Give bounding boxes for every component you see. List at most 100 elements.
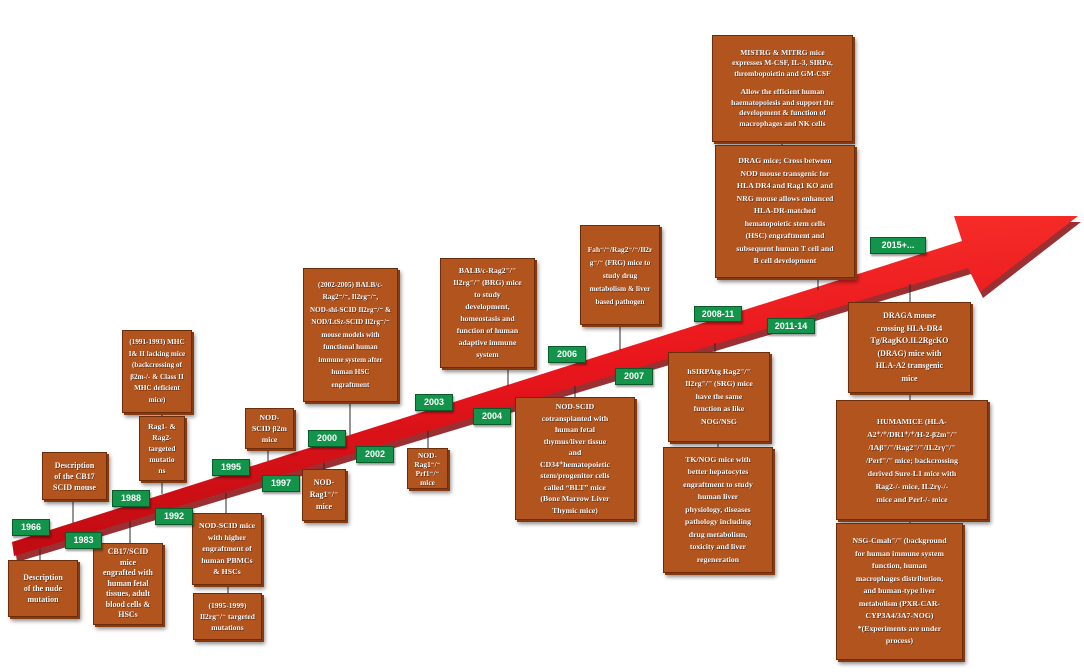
box-text-line: better hepatocytes xyxy=(687,467,749,477)
box-text-line: crossing HLA-DR4 xyxy=(876,323,943,333)
box-text-line: pathology including xyxy=(684,517,752,527)
box-text-line: Allow the efficient human xyxy=(740,87,825,97)
arrow-shaft xyxy=(12,216,1078,556)
box-text-line: engraftment of xyxy=(202,544,252,554)
box-paragraph: HUMAMICE (HLA-A2⁺/⁺/DR1⁺/⁺/H-2-β2m⁻/⁻/IA… xyxy=(837,415,987,506)
box-text-line: development & function of xyxy=(739,108,826,118)
box-text-line: NOD/LtSz-SCID Il2rg⁻/⁻ xyxy=(311,318,390,327)
event-box-humamice: HUMAMICE (HLA-A2⁺/⁺/DR1⁺/⁺/H-2-β2m⁻/⁻/IA… xyxy=(836,400,988,520)
box-text-line: NOD- xyxy=(259,413,280,422)
box-text-line: called “BLT” mice xyxy=(544,482,606,492)
box-paragraph: hSIRPAtg Rag2⁻/⁻ Il2rg⁻/⁻ (SRG) mice have … xyxy=(669,366,769,429)
box-text-line: & HSCs xyxy=(213,567,241,577)
box-text-line: DRAGA mouse xyxy=(883,311,936,320)
event-box-tk-nog-mice: TK/NOG mice with better hepatocytes engraf… xyxy=(663,447,773,573)
box-text-line: homeostasis and xyxy=(460,314,515,323)
box-text-line: HLA-DR-matched xyxy=(754,206,816,216)
box-text-line: (DRAG) mice with xyxy=(877,348,942,358)
box-text-line: SCID β2m xyxy=(251,424,288,433)
box-text-line: immune system after xyxy=(318,355,383,364)
year-label-2011-14: 2011-14 xyxy=(767,318,815,334)
box-text-line: Thymic mice) xyxy=(552,505,598,515)
box-text-line: Rag2⁻/⁻, Il2rg⁻/⁻, xyxy=(322,293,379,302)
year-label-2004: 2004 xyxy=(473,408,511,425)
box-text-line: g⁻/⁻ (FRG) mice to xyxy=(589,257,651,267)
year-label-1997: 1997 xyxy=(262,475,300,492)
box-paragraph: Description of the nude mutation xyxy=(9,572,77,605)
event-box-nod-scid-b2m: NOD- SCID β2m mice xyxy=(245,408,294,449)
box-text-line: mice xyxy=(261,435,278,444)
box-text-line: SCID mouse xyxy=(53,482,96,492)
year-label-1988: 1988 xyxy=(112,490,150,507)
box-text-line: Description xyxy=(23,573,63,582)
year-label-2002: 2002 xyxy=(356,446,394,463)
box-text-line: thrombopoietin and GM-CSF xyxy=(734,68,831,78)
box-text-line: engraftment xyxy=(331,380,370,389)
box-text-line: NOD- xyxy=(418,450,437,460)
year-label-2003: 2003 xyxy=(415,394,453,411)
year-label-1992: 1992 xyxy=(155,508,193,525)
box-text-line: toxicity and liver xyxy=(689,542,747,552)
box-text-line: NOD-SCID mice xyxy=(198,521,256,531)
box-text-line: Il2rg⁻/⁻ (SRG) mice xyxy=(685,379,753,389)
box-text-line: (backcrossing of xyxy=(132,361,182,369)
connector-lines xyxy=(39,142,911,593)
box-text-line: subsequent human T cell and xyxy=(736,243,834,253)
box-text-line: function of human xyxy=(456,326,519,335)
box-text-line: CB17/SCID xyxy=(107,547,149,557)
box-text-line: NOD- xyxy=(313,478,335,487)
box-text-line: human liver xyxy=(697,492,739,502)
box-text-line: system xyxy=(476,350,499,359)
box-text-line: NOD mouse transgenic for xyxy=(740,168,830,178)
box-text-line: have the same xyxy=(695,391,743,401)
box-text-line: derived Sure-L1 mice with xyxy=(867,468,957,478)
box-text-line: /Perf⁻/⁻ mice; backcrossing xyxy=(865,455,959,465)
event-box-srg-mice: hSIRPAtg Rag2⁻/⁻ Il2rg⁻/⁻ (SRG) mice have … xyxy=(668,352,770,442)
box-text-line: of the nude xyxy=(23,584,63,593)
year-label-2008-11: 2008-11 xyxy=(694,306,742,322)
box-text-line: engraftment to study xyxy=(683,479,753,489)
box-text-line: to study xyxy=(474,290,501,299)
box-text-line: regeneration xyxy=(696,554,740,564)
box-text-line: (2002-2005) BALB/c- xyxy=(318,280,383,289)
box-text-line: macrophages distribution, xyxy=(855,573,944,583)
box-text-line: hSIRPAtg Rag2⁻/⁻ xyxy=(687,366,751,376)
box-text-line: TK/NOG mice with xyxy=(685,454,751,464)
box-text-line: CD34⁺hematopoietic xyxy=(540,459,610,469)
event-box-nod-rag1: NOD- Rag1⁻/⁻ mice xyxy=(302,469,346,521)
year-label-1995: 1995 xyxy=(212,459,250,476)
box-text-line: mice xyxy=(316,502,332,511)
box-text-line: HLA-A2 transgenic xyxy=(875,361,944,370)
box-text-line: NOD-SCID xyxy=(555,402,595,411)
box-text-line: I& II lacking mice xyxy=(128,349,186,358)
box-text-line: Rag2-/- mice, IL2rγ-/- xyxy=(875,481,949,491)
box-text-line: stem/progenitor cells xyxy=(540,471,610,480)
box-text-line: mutation xyxy=(27,595,59,604)
box-paragraph: NOD-Rag1⁻/⁻Prf1⁻/⁻mice xyxy=(408,451,447,487)
box-text-line: Il2rg⁻/⁻ (BRG) mice xyxy=(453,278,522,287)
box-text-line: CYP3A4/3A7-NOG) xyxy=(865,611,934,621)
box-text-line: BALB/c-Rag2⁻/⁻ xyxy=(458,266,517,275)
box-text-line: Rag1⁻/⁻ xyxy=(309,490,339,499)
box-text-line: mutatio xyxy=(149,455,175,464)
box-text-line: based pathogen xyxy=(595,296,645,306)
box-text-line: B cell development xyxy=(753,256,817,266)
box-paragraph: NOD- SCID β2m mice xyxy=(246,412,293,445)
box-text-line: HUMAMICE (HLA- xyxy=(877,416,947,426)
box-text-line: HLA DR4 and Rag1 KO and xyxy=(737,181,833,191)
